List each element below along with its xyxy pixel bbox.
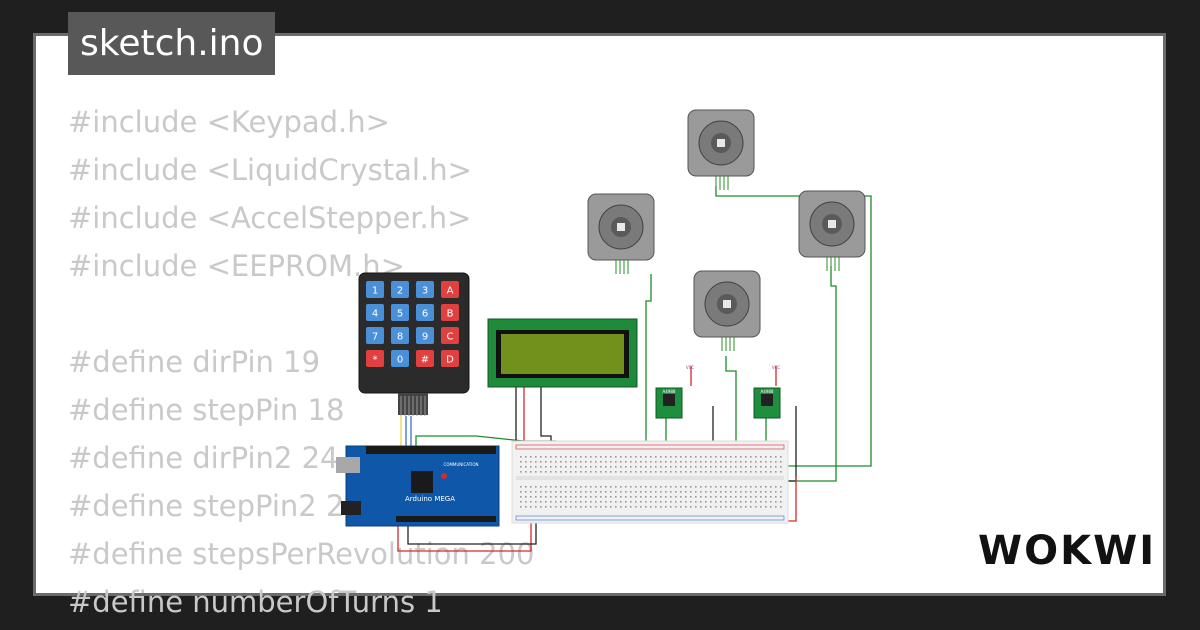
code-line: #include <LiquidCrystal.h>	[68, 153, 472, 187]
svg-text:3: 3	[422, 286, 428, 297]
keypad-key: 3	[416, 281, 434, 298]
keypad-key: A	[441, 281, 459, 298]
keypad-key: 4	[366, 304, 384, 321]
keypad-key: D	[441, 350, 459, 367]
arduino-mega: Arduino MEGA COMMUNICATION	[336, 445, 500, 527]
wokwi-logo: WOKWI	[978, 528, 1157, 574]
circuit-diagram: 1 2 3 A 4 5 6 B 7 8 9 C * 0 # D Arduino MEGA	[336, 109, 872, 552]
svg-text:9: 9	[422, 332, 428, 343]
svg-text:1: 1	[372, 286, 378, 297]
stepper-motor-3	[798, 190, 866, 271]
code-line: #define stepPin 18	[68, 393, 345, 427]
driver-1: A4988 VCC	[655, 365, 695, 419]
stepper-motor-4	[693, 270, 761, 351]
svg-text:7: 7	[372, 332, 378, 343]
code-line: #include <Keypad.h>	[68, 105, 390, 139]
svg-text:6: 6	[422, 309, 428, 320]
svg-text:#: #	[421, 355, 429, 366]
svg-text:8: 8	[397, 332, 403, 343]
board-sublabel: COMMUNICATION	[444, 462, 479, 467]
breadboard	[511, 440, 789, 524]
svg-text:2: 2	[397, 286, 403, 297]
code-line: #define stepsPerRevolution 200	[68, 537, 535, 571]
code-editor: #include <Keypad.h> #include <LiquidCryst…	[68, 98, 534, 626]
code-line: #define dirPin2 24	[68, 441, 339, 475]
board-label: Arduino MEGA	[405, 495, 455, 503]
keypad-key: 2	[391, 281, 409, 298]
keypad: 1 2 3 A 4 5 6 B 7 8 9 C * 0 # D	[358, 272, 470, 416]
svg-text:*: *	[373, 355, 378, 366]
keypad-key: 0	[391, 350, 409, 367]
preview-card: #include <Keypad.h> #include <LiquidCryst…	[33, 33, 1166, 619]
keypad-key: 7	[366, 327, 384, 344]
svg-text:A: A	[447, 286, 454, 297]
code-line: #include <AccelStepper.h>	[68, 201, 472, 235]
stepper-motor-1	[587, 193, 655, 274]
svg-text:4: 4	[372, 309, 378, 320]
keypad-key: B	[441, 304, 459, 321]
driver-1-vcc: VCC	[686, 365, 695, 370]
driver-1-label: A4988	[663, 389, 676, 394]
keypad-key: C	[441, 327, 459, 344]
breadboard-holes	[520, 456, 782, 508]
keypad-key: 6	[416, 304, 434, 321]
keypad-key: 1	[366, 281, 384, 298]
driver-2-vcc: VCC	[772, 365, 781, 370]
lcd-display	[487, 318, 638, 388]
code-line: #define dirPin 19	[68, 345, 321, 379]
svg-text:B: B	[447, 309, 454, 320]
svg-text:0: 0	[397, 355, 403, 366]
file-tab[interactable]: sketch.ino	[68, 12, 276, 75]
keypad-key: *	[366, 350, 384, 367]
svg-text:5: 5	[397, 309, 403, 320]
svg-text:C: C	[447, 332, 454, 343]
keypad-key: 9	[416, 327, 434, 344]
svg-text:D: D	[446, 355, 454, 366]
code-line: #define numberOfTurns 1	[68, 585, 443, 619]
code-line: #define stepPin2 25	[68, 489, 363, 523]
keypad-key: 5	[391, 304, 409, 321]
stepper-motor-2	[687, 109, 755, 190]
driver-2: A4988 VCC	[753, 365, 781, 419]
keypad-key: 8	[391, 327, 409, 344]
driver-2-label: A4988	[761, 389, 774, 394]
keypad-key: #	[416, 350, 434, 367]
